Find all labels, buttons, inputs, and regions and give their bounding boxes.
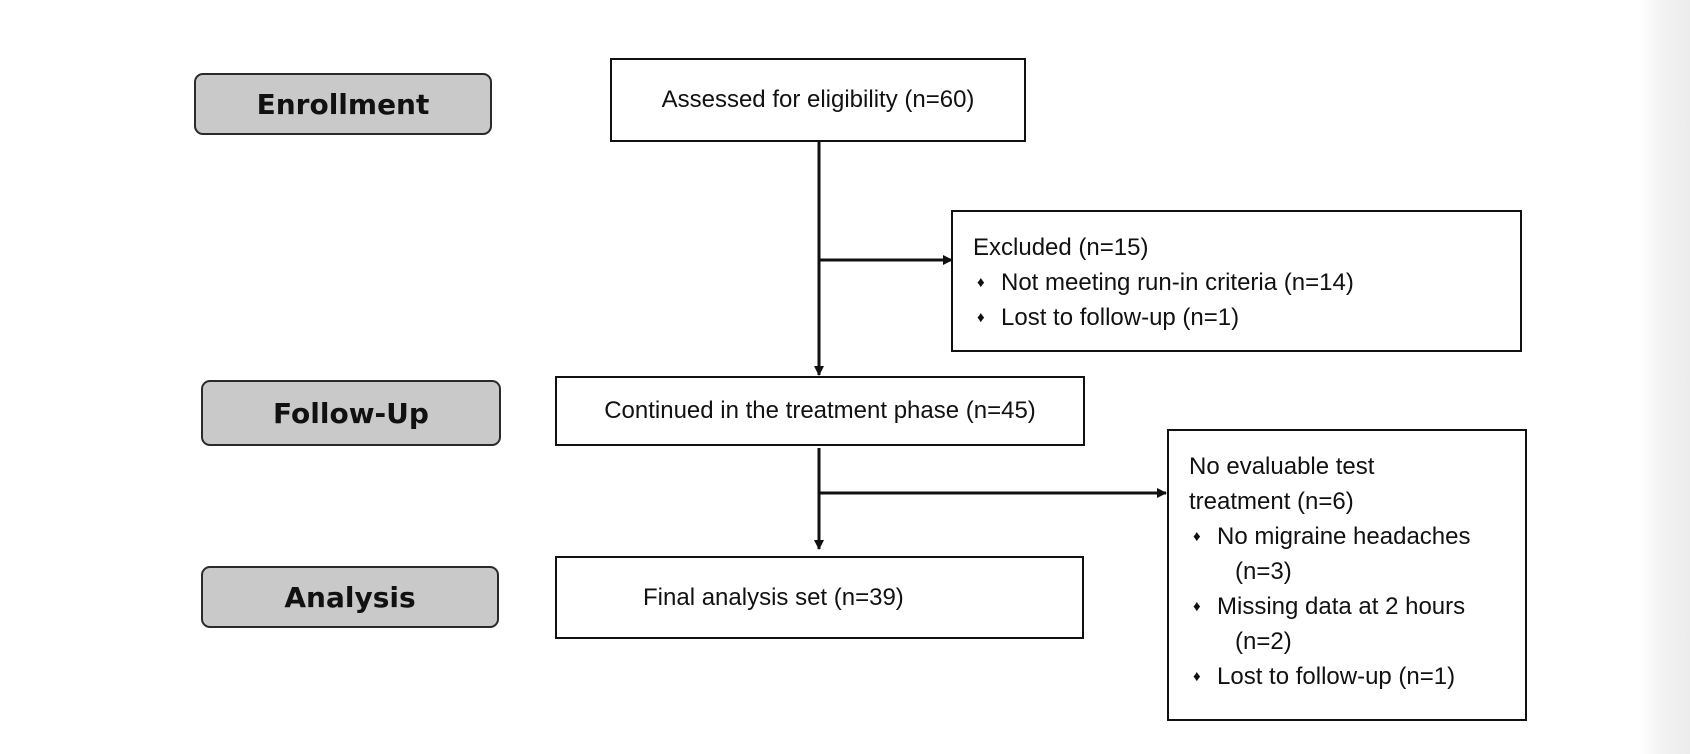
no-evaluable-box: No evaluable test treatment (n=6) ♦ No m… [1167, 429, 1527, 721]
excluded-list: ♦ Not meeting run-in criteria (n=14) ♦ L… [973, 265, 1520, 335]
assessed-text: Assessed for eligibility (n=60) [661, 86, 975, 113]
bullet-diamond-icon: ♦ [1193, 528, 1201, 545]
no-evaluable-item-count: (n=3) [1235, 558, 1292, 585]
list-item: ♦ Lost to follow-up (n=1) [1189, 659, 1525, 694]
bullet-diamond-icon: ♦ [977, 309, 985, 326]
continued-box: Continued in the treatment phase (n=45) [555, 376, 1085, 446]
no-evaluable-item-text: No migraine headaches [1217, 523, 1471, 550]
no-evaluable-item-text: Missing data at 2 hours [1217, 593, 1466, 620]
list-item: ♦ Not meeting run-in criteria (n=14) [973, 265, 1520, 300]
stage-analysis-label: Analysis [284, 580, 416, 614]
stage-follow-up-label: Follow-Up [273, 396, 429, 430]
stage-enrollment-label: Enrollment [256, 87, 430, 121]
excluded-title: Excluded (n=15) [973, 234, 1149, 261]
final-analysis-box: Final analysis set (n=39) [555, 556, 1084, 639]
no-evaluable-item-text: Lost to follow-up (n=1) [1217, 663, 1456, 690]
list-item: ♦ Lost to follow-up (n=1) [973, 300, 1520, 335]
list-item: ♦ No migraine headaches (n=3) [1189, 519, 1525, 589]
no-evaluable-title-line1: No evaluable test [1189, 453, 1375, 480]
list-item: ♦ Missing data at 2 hours (n=2) [1189, 589, 1525, 659]
stage-analysis: Analysis [201, 566, 499, 628]
no-evaluable-list: ♦ No migraine headaches (n=3) ♦ Missing … [1189, 519, 1525, 694]
excluded-item-text: Not meeting run-in criteria (n=14) [1001, 269, 1354, 296]
continued-text: Continued in the treatment phase (n=45) [604, 397, 1036, 424]
excluded-box: Excluded (n=15) ♦ Not meeting run-in cri… [951, 210, 1522, 352]
final-analysis-text: Final analysis set (n=39) [643, 583, 904, 611]
excluded-item-text: Lost to follow-up (n=1) [1001, 304, 1240, 331]
page-edge-shade [1640, 0, 1690, 754]
bullet-diamond-icon: ♦ [1193, 668, 1201, 685]
assessed-box: Assessed for eligibility (n=60) [610, 58, 1026, 142]
stage-enrollment: Enrollment [194, 73, 492, 135]
stage-follow-up: Follow-Up [201, 380, 501, 446]
bullet-diamond-icon: ♦ [1193, 598, 1201, 615]
bullet-diamond-icon: ♦ [977, 274, 985, 291]
no-evaluable-title-line2: treatment (n=6) [1189, 488, 1354, 515]
no-evaluable-item-count: (n=2) [1235, 628, 1292, 655]
